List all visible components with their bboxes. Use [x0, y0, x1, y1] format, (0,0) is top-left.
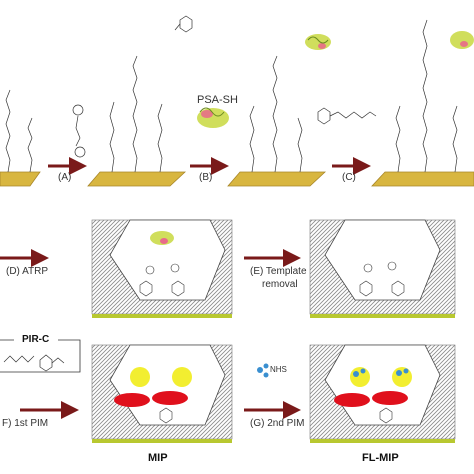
red-site-3 — [334, 393, 370, 407]
psa-protein-on-chain — [305, 34, 331, 50]
red-site-1 — [114, 393, 150, 407]
substrate-1 — [0, 171, 41, 187]
step-d-label: (D) ATRP — [6, 266, 49, 277]
nhs-reagent-icon — [257, 363, 269, 378]
yellow-site-3 — [350, 367, 370, 387]
red-site-2 — [152, 391, 188, 405]
panel-atrp — [91, 219, 233, 318]
pyridyl-end-2 — [174, 15, 193, 33]
brush-chains-4 — [395, 19, 458, 173]
step-a-label: (A) — [58, 172, 72, 183]
red-site-4 — [372, 391, 408, 405]
mip-label: MIP — [148, 452, 168, 464]
step-e-label-line2: removal — [262, 279, 298, 290]
yellow-site-1 — [130, 367, 150, 387]
psa-protein — [197, 107, 229, 128]
yellow-site-4 — [392, 367, 412, 387]
step-c-label: (C) — [342, 172, 356, 183]
step-e-label-line1: (E) Template — [250, 266, 307, 277]
panel-template-removal — [309, 219, 456, 318]
nhs-label: NHS — [270, 365, 287, 374]
reagent-c-molecule — [317, 107, 377, 125]
step-g-label: (G) 2nd PIM — [250, 418, 305, 429]
step-b-label: (B) — [199, 172, 213, 183]
psa-sh-label: PSA-SH — [197, 94, 238, 106]
fl-mip-label: FL-MIP — [362, 452, 399, 464]
reagent-a-molecule — [72, 104, 86, 158]
substrate-4 — [371, 171, 474, 187]
brush-chains-3 — [249, 55, 303, 173]
psa-protein-final — [450, 31, 474, 49]
brush-chains-2 — [109, 55, 163, 173]
yellow-site-2 — [172, 367, 192, 387]
substrate-2 — [87, 171, 187, 187]
pir-c-box — [0, 339, 81, 373]
brush-chains-1 — [5, 89, 33, 173]
step-f-label: F) 1st PIM — [2, 418, 49, 429]
panel-fl-mip — [309, 344, 456, 443]
panel-mip — [91, 344, 233, 443]
pir-c-title: PIR-C — [20, 334, 52, 345]
substrate-3 — [227, 171, 327, 187]
